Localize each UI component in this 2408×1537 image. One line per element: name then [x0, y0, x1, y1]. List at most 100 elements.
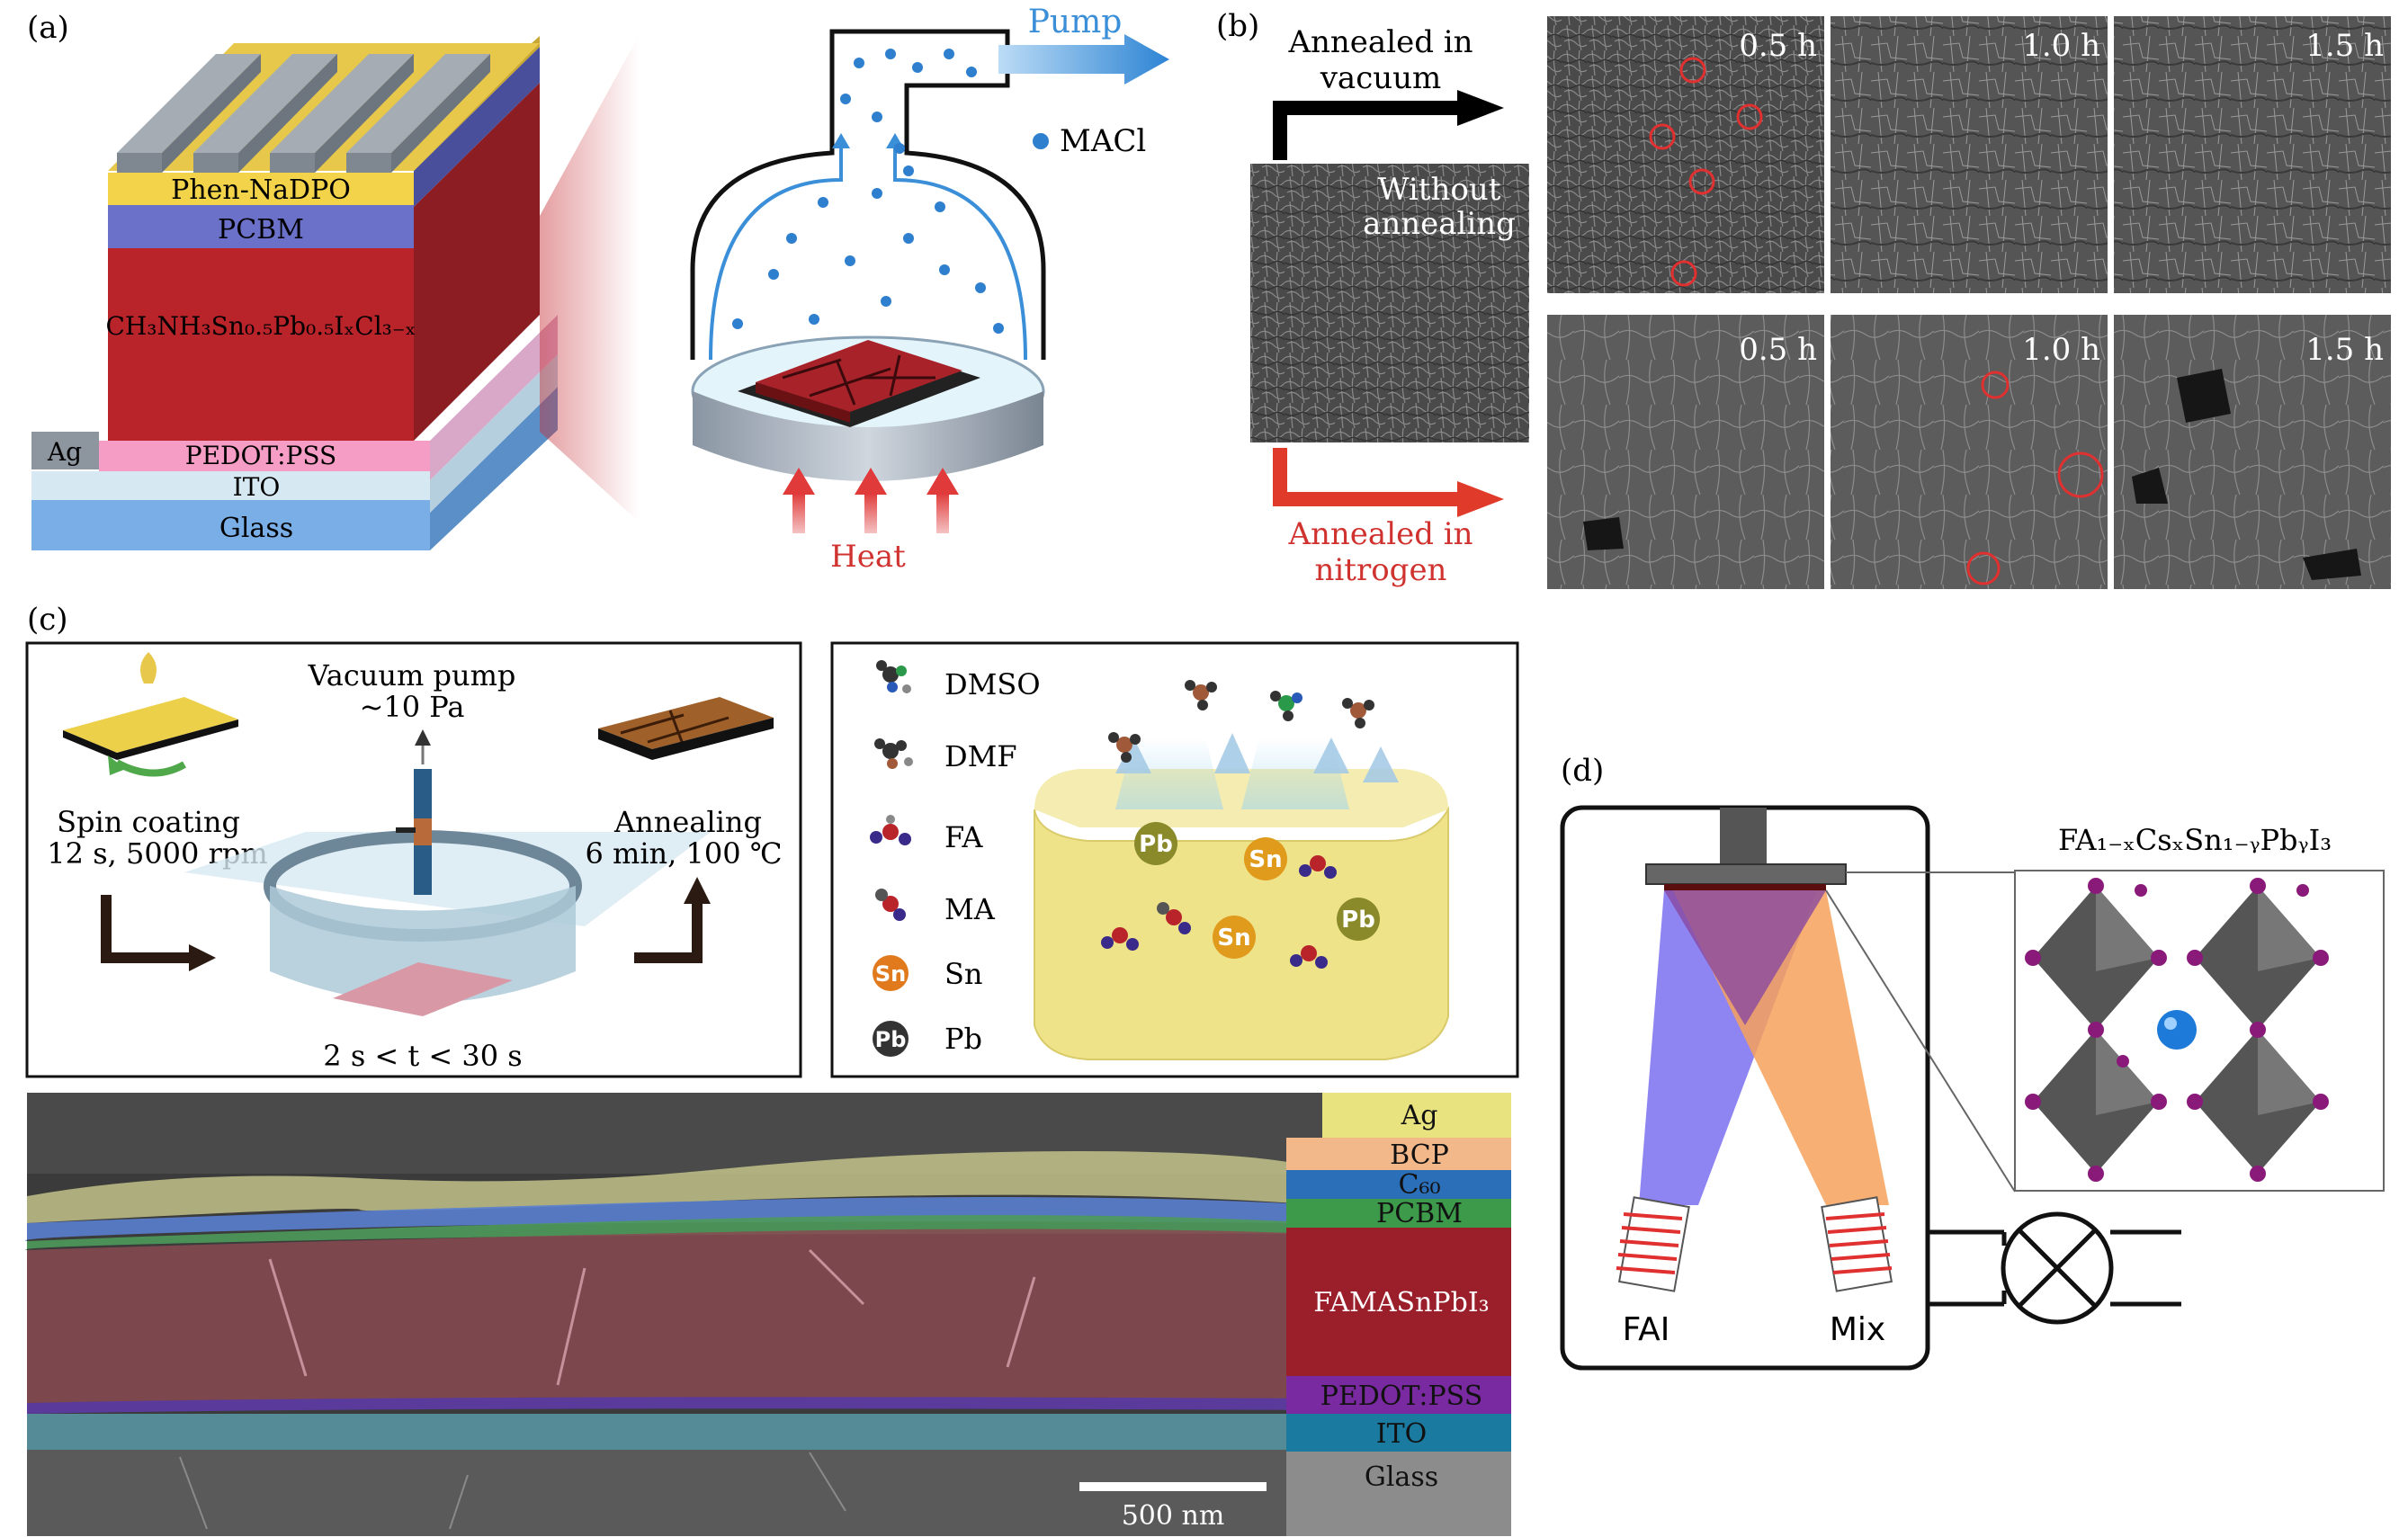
svg-text:1.0 h: 1.0 h: [2022, 28, 2100, 64]
pedot-side: [430, 315, 558, 480]
spin-label-1: Spin coating: [57, 805, 240, 839]
holder-plate: [1645, 863, 1847, 885]
scale-bar: [1079, 1482, 1267, 1491]
pedot-label: PEDOT:PSS: [185, 441, 337, 470]
vacuum-pump-1: Vacuum pump: [308, 658, 516, 693]
svg-text:Sn: Sn: [1217, 925, 1250, 952]
svg-text:ITO: ITO: [1376, 1418, 1427, 1450]
sem-nitrogen-1.5h: [2114, 315, 2391, 589]
svg-text:1.5 h: 1.5 h: [2305, 28, 2384, 64]
circuit-wires: [1928, 1229, 2181, 1307]
panel-d: (d) FAI Mix FA₁₋ₓCsₓSn₁₋ᵧPbᵧI₃: [1560, 753, 2385, 1371]
fai-source: [1616, 1196, 1690, 1292]
chamber-sample: [333, 962, 513, 1016]
perovskite-layer: [108, 248, 414, 441]
panel-b: (b) Annealed in vacuum Without annealing…: [1216, 8, 2391, 589]
ag-electrodes: [117, 54, 490, 173]
svg-text:Pb: Pb: [1341, 907, 1375, 934]
sample-film: [756, 340, 962, 412]
svg-text:DMF: DMF: [944, 739, 1017, 773]
svg-text:0.5 h: 0.5 h: [1739, 332, 1817, 368]
panel-b-label: (b): [1216, 8, 1259, 44]
holder-stem: [1720, 808, 1767, 864]
glass-layer: [31, 500, 430, 550]
dish-side: [693, 391, 1043, 481]
panel-c: (c) Spin coating 12 s, 5000 rpm Vacuum p…: [24, 602, 1519, 1536]
stack-legend: [1286, 1093, 1511, 1536]
ito-sem: [27, 1414, 1322, 1450]
perovskite-label: CH₃NH₃Sn₀.₅Pb₀.₅IₓCl₃₋ₓ: [105, 311, 416, 341]
svg-text:C₆₀: C₆₀: [1398, 1169, 1440, 1201]
glass-side: [430, 387, 558, 550]
crystal-octahedra: [2033, 886, 2321, 1174]
time-labels: 0.5 h 1.0 h 1.5 h 0.5 h 1.0 h 1.5 h: [1739, 28, 2384, 368]
pump-label: Pump: [1028, 4, 1123, 40]
legend-molecules: Sn Pb: [870, 660, 913, 1057]
svg-text:1.5 h: 1.5 h: [2305, 332, 2384, 368]
crystal-atoms: [2025, 878, 2329, 1182]
dark-voids: [1583, 369, 2361, 580]
macl-legend-dot: [1033, 133, 1049, 149]
svg-text:BCP: BCP: [1390, 1139, 1449, 1171]
ito-layer: [31, 471, 430, 500]
legend-labels: DMSO DMF FA MA Sn Pb: [944, 667, 1041, 1056]
phen-layer: [108, 173, 414, 205]
without-label-1: Without: [1378, 172, 1501, 208]
svg-text:Pb: Pb: [875, 1027, 907, 1052]
bell-jar: Pump: [690, 4, 1169, 361]
nitrogen-arrow: [1273, 448, 1462, 506]
spin-substrate: [63, 697, 238, 753]
vapor-arrows: [1115, 733, 1399, 782]
vacuum-pump-2: ~10 Pa: [360, 690, 465, 724]
svg-text:Sn: Sn: [875, 961, 906, 987]
panel-a: (a) Phen-NaDPO PCBM: [27, 4, 1169, 575]
stack-labels: Ag BCP C₆₀ PCBM FAMASnPbI₃ PEDOT:PSS ITO…: [1313, 1100, 1489, 1493]
svg-text:PCBM: PCBM: [1376, 1198, 1463, 1229]
panel-c-label: (c): [27, 602, 68, 638]
nitrogen-label-1: Annealed in: [1287, 516, 1473, 552]
block-ions: Pb Sn Sn Pb: [1101, 822, 1380, 969]
formula-label: FA₁₋ₓCsₓSn₁₋ᵧPbᵧI₃: [2058, 823, 2332, 857]
pcbm-layer: [108, 205, 414, 248]
ag-contact: [31, 432, 99, 469]
svg-text:Pb: Pb: [944, 1022, 982, 1056]
ag-layer-sem: [27, 1151, 1322, 1223]
panel-d-label: (d): [1561, 753, 1604, 789]
macl-particles: [732, 49, 1004, 334]
mix-source: [1821, 1196, 1893, 1292]
pedot-layer: [99, 441, 430, 471]
vacuum-label-2: vacuum: [1320, 60, 1442, 96]
scale-label: 500 nm: [1122, 1500, 1225, 1532]
ito-side: [430, 354, 558, 513]
pcbm-label: PCBM: [218, 214, 304, 246]
mix-label: Mix: [1830, 1311, 1885, 1348]
macl-label: MACl: [1060, 123, 1146, 159]
fai-label: FAI: [1623, 1311, 1670, 1348]
process-arrow-right: [634, 899, 703, 963]
nitrogen-label-2: nitrogen: [1315, 552, 1447, 588]
floating-molecules: [1108, 680, 1374, 763]
anneal-label-2: 6 min, 100 ℃: [585, 836, 782, 871]
without-label-2: annealing: [1363, 206, 1516, 242]
perovskite-sem: [27, 1229, 1322, 1403]
svg-text:MA: MA: [944, 892, 996, 926]
sem-vacuum-1.5h: [2114, 16, 2391, 293]
defect-circles: [1649, 57, 2104, 585]
svg-text:FA: FA: [944, 820, 983, 854]
sem-vacuum-1.0h: [1831, 16, 2108, 293]
chamber-body: [270, 886, 576, 1003]
vacuum-label-1: Annealed in: [1287, 24, 1473, 60]
sem-without-annealing: [1250, 164, 1529, 442]
ag-label: Ag: [47, 437, 82, 467]
central-cation: [2157, 1010, 2197, 1050]
svg-text:Pb: Pb: [1139, 831, 1173, 858]
svg-text:FAMASnPbI₃: FAMASnPbI₃: [1313, 1287, 1489, 1318]
heat-label: Heat: [830, 539, 906, 575]
panel-a-label: (a): [27, 10, 69, 46]
pump-arrow: [998, 34, 1169, 85]
svg-text:DMSO: DMSO: [944, 667, 1041, 701]
glass-label: Glass: [219, 513, 293, 544]
pcbm-side: [414, 47, 540, 207]
process-arrow-left: [101, 895, 193, 963]
svg-text:Ag: Ag: [1401, 1100, 1438, 1131]
